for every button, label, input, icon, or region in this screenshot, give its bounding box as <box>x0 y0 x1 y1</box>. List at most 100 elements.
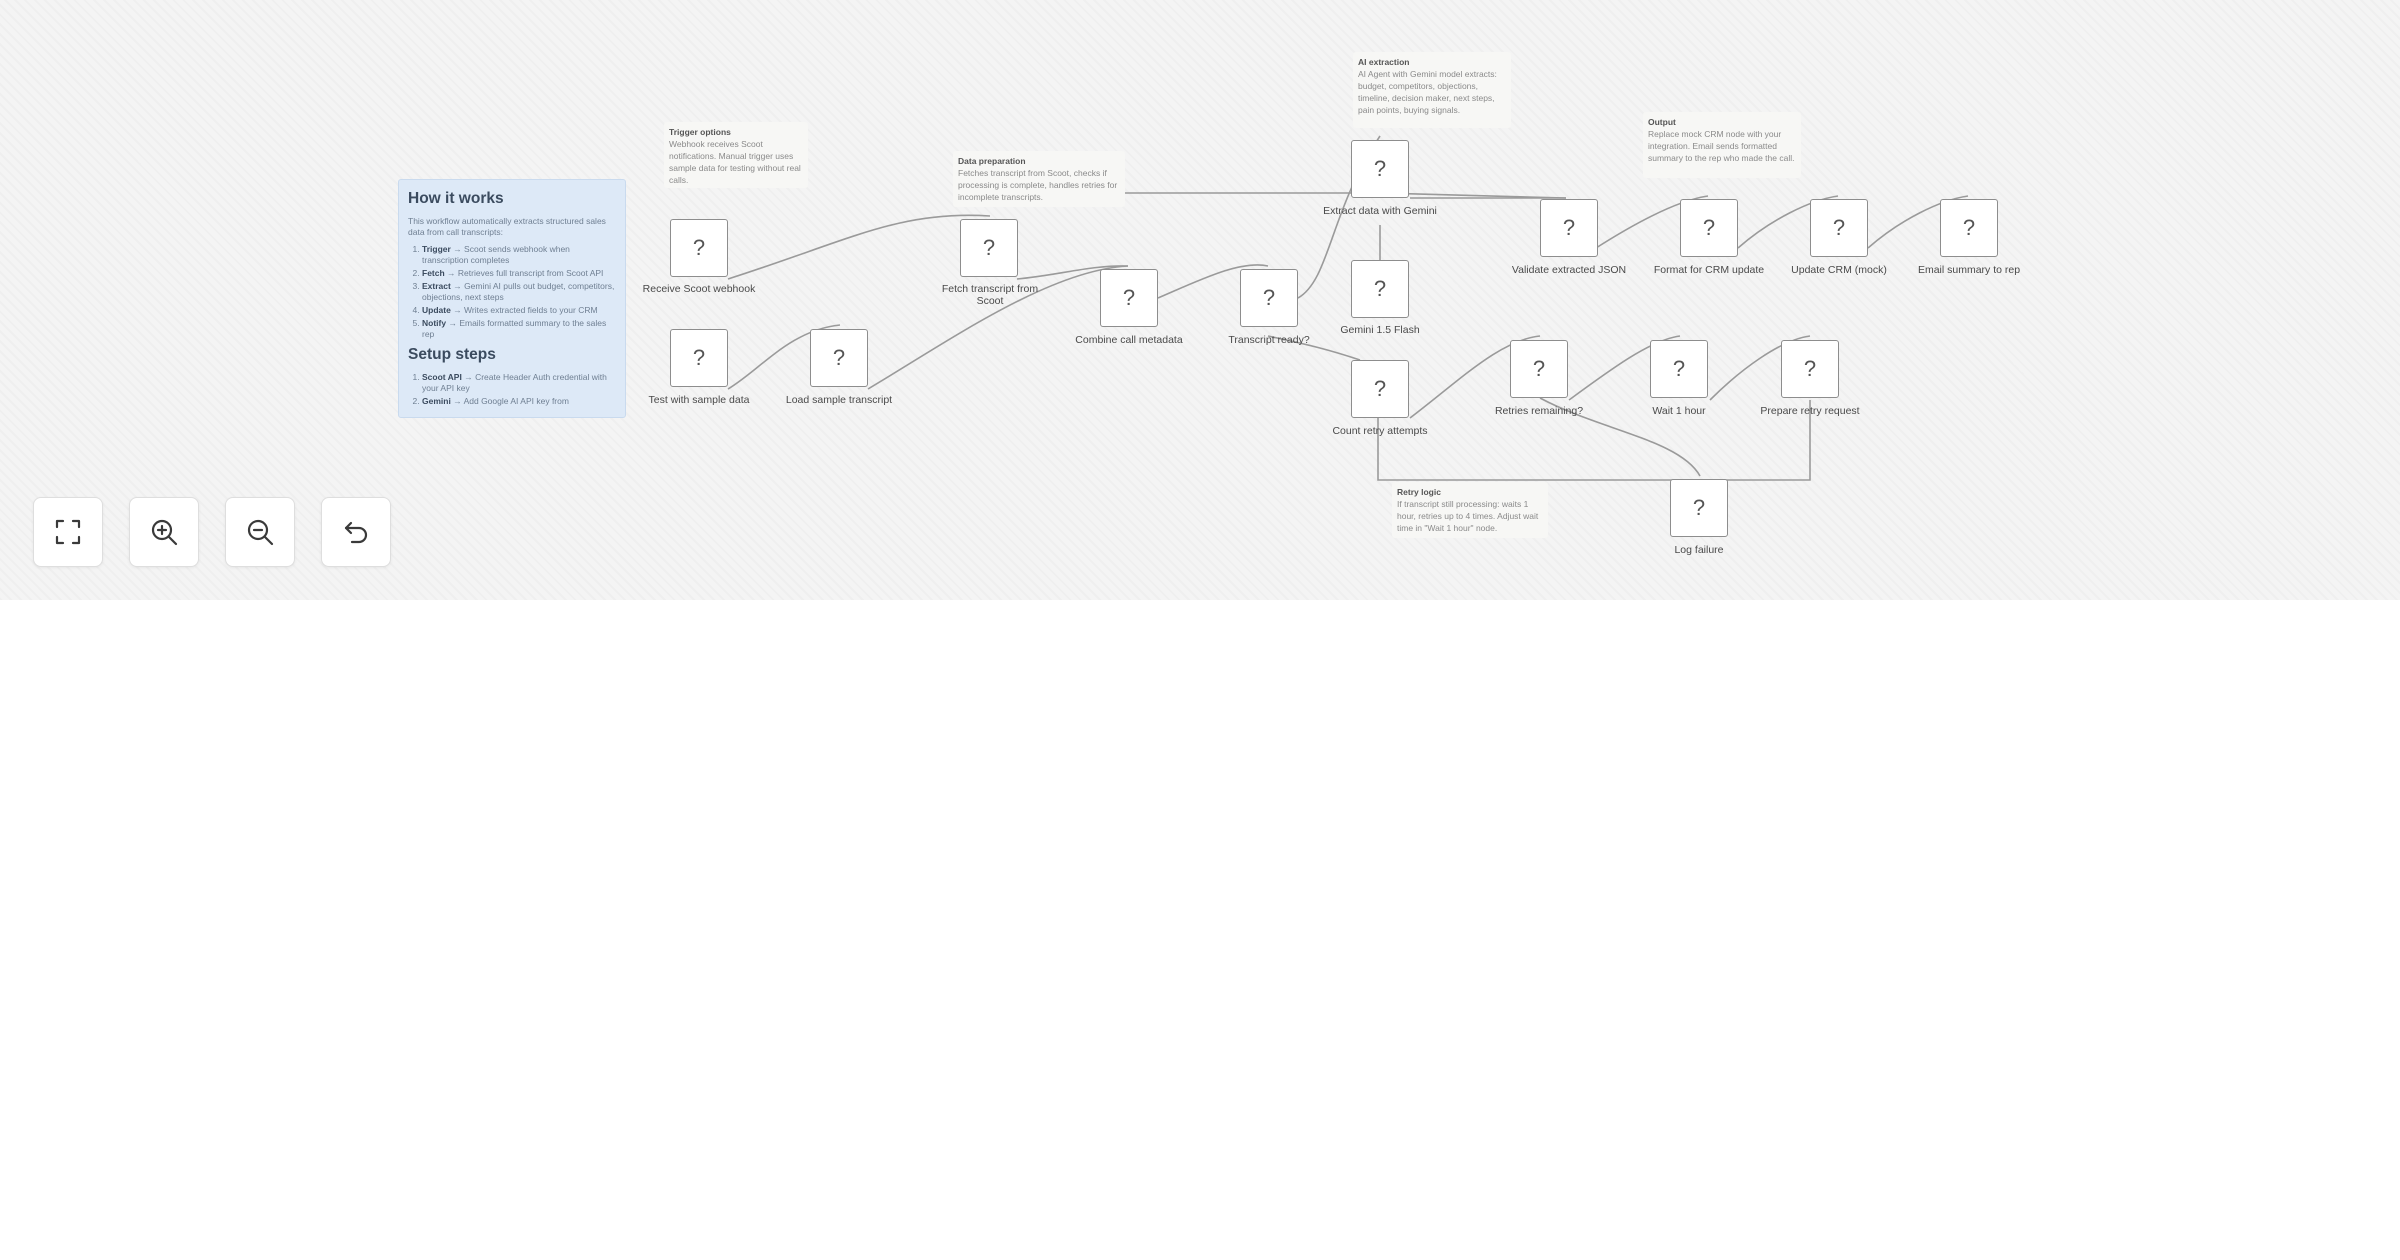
node-validate-json[interactable]: ? <box>1540 199 1598 257</box>
node-load-sample[interactable]: ? <box>810 329 868 387</box>
undo-icon <box>344 521 368 544</box>
node-label: Receive Scoot webhook <box>642 283 756 295</box>
connection <box>1377 400 1811 481</box>
how-it-works-steps: Trigger → Scoot sends webhook when trans… <box>408 244 616 340</box>
node-test-sample[interactable]: ? <box>670 329 728 387</box>
zoom-in-button[interactable] <box>129 497 199 567</box>
connection <box>1157 264 1269 299</box>
node-label: Update CRM (mock) <box>1791 264 1887 276</box>
fullscreen-icon <box>55 519 81 545</box>
note-output: Output Replace mock CRM node with your i… <box>1643 112 1801 178</box>
step-text: → Retrieves full transcript from Scoot A… <box>447 268 604 278</box>
zoom-out-icon <box>247 519 274 546</box>
setup-item: Gemini → Add Google AI API key from <box>422 396 616 407</box>
node-label: Transcript ready? <box>1228 334 1310 346</box>
step-name: Update <box>422 305 451 315</box>
connection <box>1016 265 1129 280</box>
workflow-canvas[interactable]: Trigger options Webhook receives Scoot n… <box>0 0 2400 600</box>
connection <box>1409 335 1541 419</box>
note-body: If transcript still processing: waits 1 … <box>1397 499 1539 533</box>
step-text: → Gemini AI pulls out budget, competitor… <box>422 281 615 302</box>
step-item: Trigger → Scoot sends webhook when trans… <box>422 244 616 266</box>
node-label: Gemini 1.5 Flash <box>1340 324 1420 336</box>
step-name: Extract <box>422 281 451 291</box>
note-body: Fetches transcript from Scoot, checks if… <box>958 168 1118 202</box>
node-wait-hour[interactable]: ? <box>1650 340 1708 398</box>
note-data-preparation: Data preparation Fetches transcript from… <box>953 151 1125 207</box>
note-title: AI extraction <box>1358 57 1410 67</box>
node-label: Log failure <box>1674 544 1724 556</box>
node-label: Count retry attempts <box>1332 425 1428 437</box>
connection <box>1267 335 1361 361</box>
connection <box>727 324 841 390</box>
node-format-crm[interactable]: ? <box>1680 199 1738 257</box>
setup-name: Scoot API <box>422 372 462 382</box>
connection <box>727 214 991 280</box>
step-text: → Emails formatted summary to the sales … <box>422 318 607 339</box>
node-label: Load sample transcript <box>785 394 893 406</box>
setup-steps-title: Setup steps <box>408 346 496 363</box>
note-body: AI Agent with Gemini model extracts: bud… <box>1358 69 1497 115</box>
node-label: Validate extracted JSON <box>1511 264 1627 276</box>
connection <box>1539 397 1701 477</box>
zoom-in-icon <box>151 519 178 546</box>
node-label: Retries remaining? <box>1494 405 1584 417</box>
note-title: Output <box>1648 117 1676 127</box>
setup-text: → Create Header Auth credential with you… <box>422 372 607 393</box>
node-update-crm[interactable]: ? <box>1810 199 1868 257</box>
step-name: Fetch <box>422 268 445 278</box>
connection <box>1568 335 1681 401</box>
node-retries-remaining[interactable]: ? <box>1510 340 1568 398</box>
node-label: Format for CRM update <box>1653 264 1765 276</box>
node-label: Test with sample data <box>648 394 750 406</box>
node-combine-metadata[interactable]: ? <box>1100 269 1158 327</box>
setup-steps-list: Scoot API → Create Header Auth credentia… <box>408 372 616 407</box>
undo-button[interactable] <box>321 497 391 567</box>
node-prepare-retry[interactable]: ? <box>1781 340 1839 398</box>
note-body: Replace mock CRM node with your integrat… <box>1648 129 1795 163</box>
node-label: Fetch transcript from Scoot <box>941 283 1039 307</box>
step-item: Extract → Gemini AI pulls out budget, co… <box>422 281 616 303</box>
node-gemini-flash[interactable]: ? <box>1351 260 1409 318</box>
node-label: Email summary to rep <box>1917 264 2021 276</box>
zoom-out-button[interactable] <box>225 497 295 567</box>
note-ai-extraction: AI extraction AI Agent with Gemini model… <box>1353 52 1511 128</box>
note-body: Webhook receives Scoot notifications. Ma… <box>669 139 801 185</box>
step-text: → Scoot sends webhook when transcription… <box>422 244 570 265</box>
note-retry-logic: Retry logic If transcript still processi… <box>1392 482 1548 538</box>
connection <box>1709 335 1811 401</box>
step-text: → Writes extracted fields to your CRM <box>453 305 598 315</box>
connection-lines <box>727 135 1969 481</box>
connection <box>867 265 1129 390</box>
node-extract-gemini[interactable]: ? <box>1351 140 1409 198</box>
node-label: Extract data with Gemini <box>1323 205 1437 217</box>
step-item: Notify → Emails formatted summary to the… <box>422 318 616 340</box>
node-label: Combine call metadata <box>1075 334 1183 346</box>
step-name: Trigger <box>422 244 451 254</box>
how-it-works-title: How it works <box>408 190 504 207</box>
node-log-failure[interactable]: ? <box>1670 479 1728 537</box>
node-label: Prepare retry request <box>1760 405 1860 417</box>
step-item: Fetch → Retrieves full transcript from S… <box>422 268 616 279</box>
connection <box>1737 195 1839 249</box>
connection <box>1595 195 1709 249</box>
connection <box>1867 195 1969 249</box>
how-it-works-intro: This workflow automatically extracts str… <box>408 216 606 237</box>
node-fetch-transcript[interactable]: ? <box>960 219 1018 277</box>
note-trigger-options: Trigger options Webhook receives Scoot n… <box>664 122 808 188</box>
step-name: Notify <box>422 318 447 328</box>
how-it-works-note: How it works This workflow automatically… <box>398 179 626 418</box>
node-email-summary[interactable]: ? <box>1940 199 1998 257</box>
node-transcript-ready[interactable]: ? <box>1240 269 1298 327</box>
note-title: Retry logic <box>1397 487 1441 497</box>
node-count-retry[interactable]: ? <box>1351 360 1409 418</box>
setup-name: Gemini <box>422 396 451 406</box>
fit-view-button[interactable] <box>33 497 103 567</box>
note-title: Trigger options <box>669 127 731 137</box>
node-receive-webhook[interactable]: ? <box>670 219 728 277</box>
setup-text: → Add Google AI API key from <box>453 396 569 406</box>
note-title: Data preparation <box>958 156 1026 166</box>
step-item: Update → Writes extracted fields to your… <box>422 305 616 316</box>
setup-item: Scoot API → Create Header Auth credentia… <box>422 372 616 394</box>
node-label: Wait 1 hour <box>1652 405 1706 417</box>
